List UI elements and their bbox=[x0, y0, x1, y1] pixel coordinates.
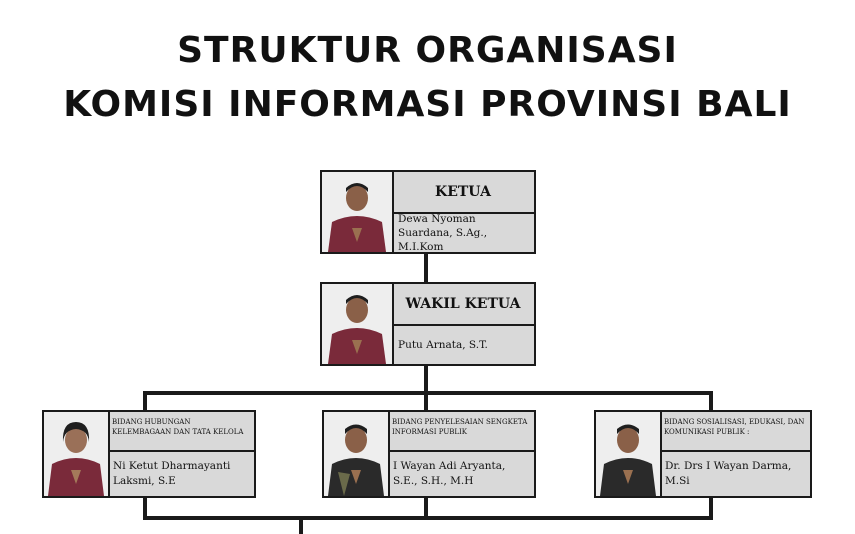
connector-rise-center bbox=[424, 496, 428, 520]
chart-title-line1: STRUKTUR ORGANISASI bbox=[177, 30, 678, 71]
photo-wakil-ketua bbox=[322, 284, 394, 364]
card-wakil-ketua: WAKIL KETUA Putu Arnata, S.T. bbox=[320, 282, 536, 366]
role-ketua: KETUA bbox=[392, 172, 534, 214]
name-sosialisasi: Dr. Drs I Wayan Darma, M.Si bbox=[665, 460, 792, 487]
name-kelembagaan: Ni Ketut Dharmayanti Laksmi, S.E bbox=[113, 460, 231, 487]
connector-rise-left bbox=[143, 496, 147, 520]
connector-horizontal-top bbox=[143, 391, 713, 395]
role-kelembagaan: BIDANG HUBUNGAN KELEMBAGAAN DAN TATA KEL… bbox=[108, 412, 254, 452]
connector-drop-center bbox=[424, 391, 428, 411]
name-wakil-ketua: Putu Arnata, S.T. bbox=[398, 339, 488, 351]
card-ketua: KETUA Dewa Nyoman Suardana, S.Ag., M.I.K… bbox=[320, 170, 536, 254]
card-bidang-penyelesaian: BIDANG PENYELESAIAN SENGKETA INFORMASI P… bbox=[322, 410, 536, 498]
photo-penyelesaian bbox=[324, 412, 390, 496]
role-penyelesaian: BIDANG PENYELESAIAN SENGKETA INFORMASI P… bbox=[388, 412, 534, 452]
photo-sosialisasi bbox=[596, 412, 662, 496]
connector-rise-right bbox=[709, 496, 713, 520]
chart-title-line2: KOMISI INFORMASI PROVINSI BALI bbox=[63, 84, 792, 125]
connector-drop-left bbox=[143, 391, 147, 411]
card-bidang-sosialisasi: BIDANG SOSIALISASI, EDUKASI, DAN KOMUNIK… bbox=[594, 410, 812, 498]
card-bidang-kelembagaan: BIDANG HUBUNGAN KELEMBAGAAN DAN TATA KEL… bbox=[42, 410, 256, 498]
name-penyelesaian: I Wayan Adi Aryanta, S.E., S.H., M.H bbox=[393, 460, 506, 487]
photo-ketua bbox=[322, 172, 394, 252]
connector-drop-right bbox=[709, 391, 713, 411]
name-ketua: Dewa Nyoman Suardana, S.Ag., M.I.Kom bbox=[398, 213, 488, 253]
connector-wakil-branch bbox=[424, 365, 428, 393]
role-sosialisasi: BIDANG SOSIALISASI, EDUKASI, DAN KOMUNIK… bbox=[660, 412, 810, 452]
photo-kelembagaan bbox=[44, 412, 110, 496]
connector-bottom-stem bbox=[299, 516, 303, 534]
role-wakil-ketua: WAKIL KETUA bbox=[392, 284, 534, 326]
connector-ketua-wakil bbox=[424, 253, 428, 283]
connector-horizontal-bottom bbox=[143, 516, 713, 520]
